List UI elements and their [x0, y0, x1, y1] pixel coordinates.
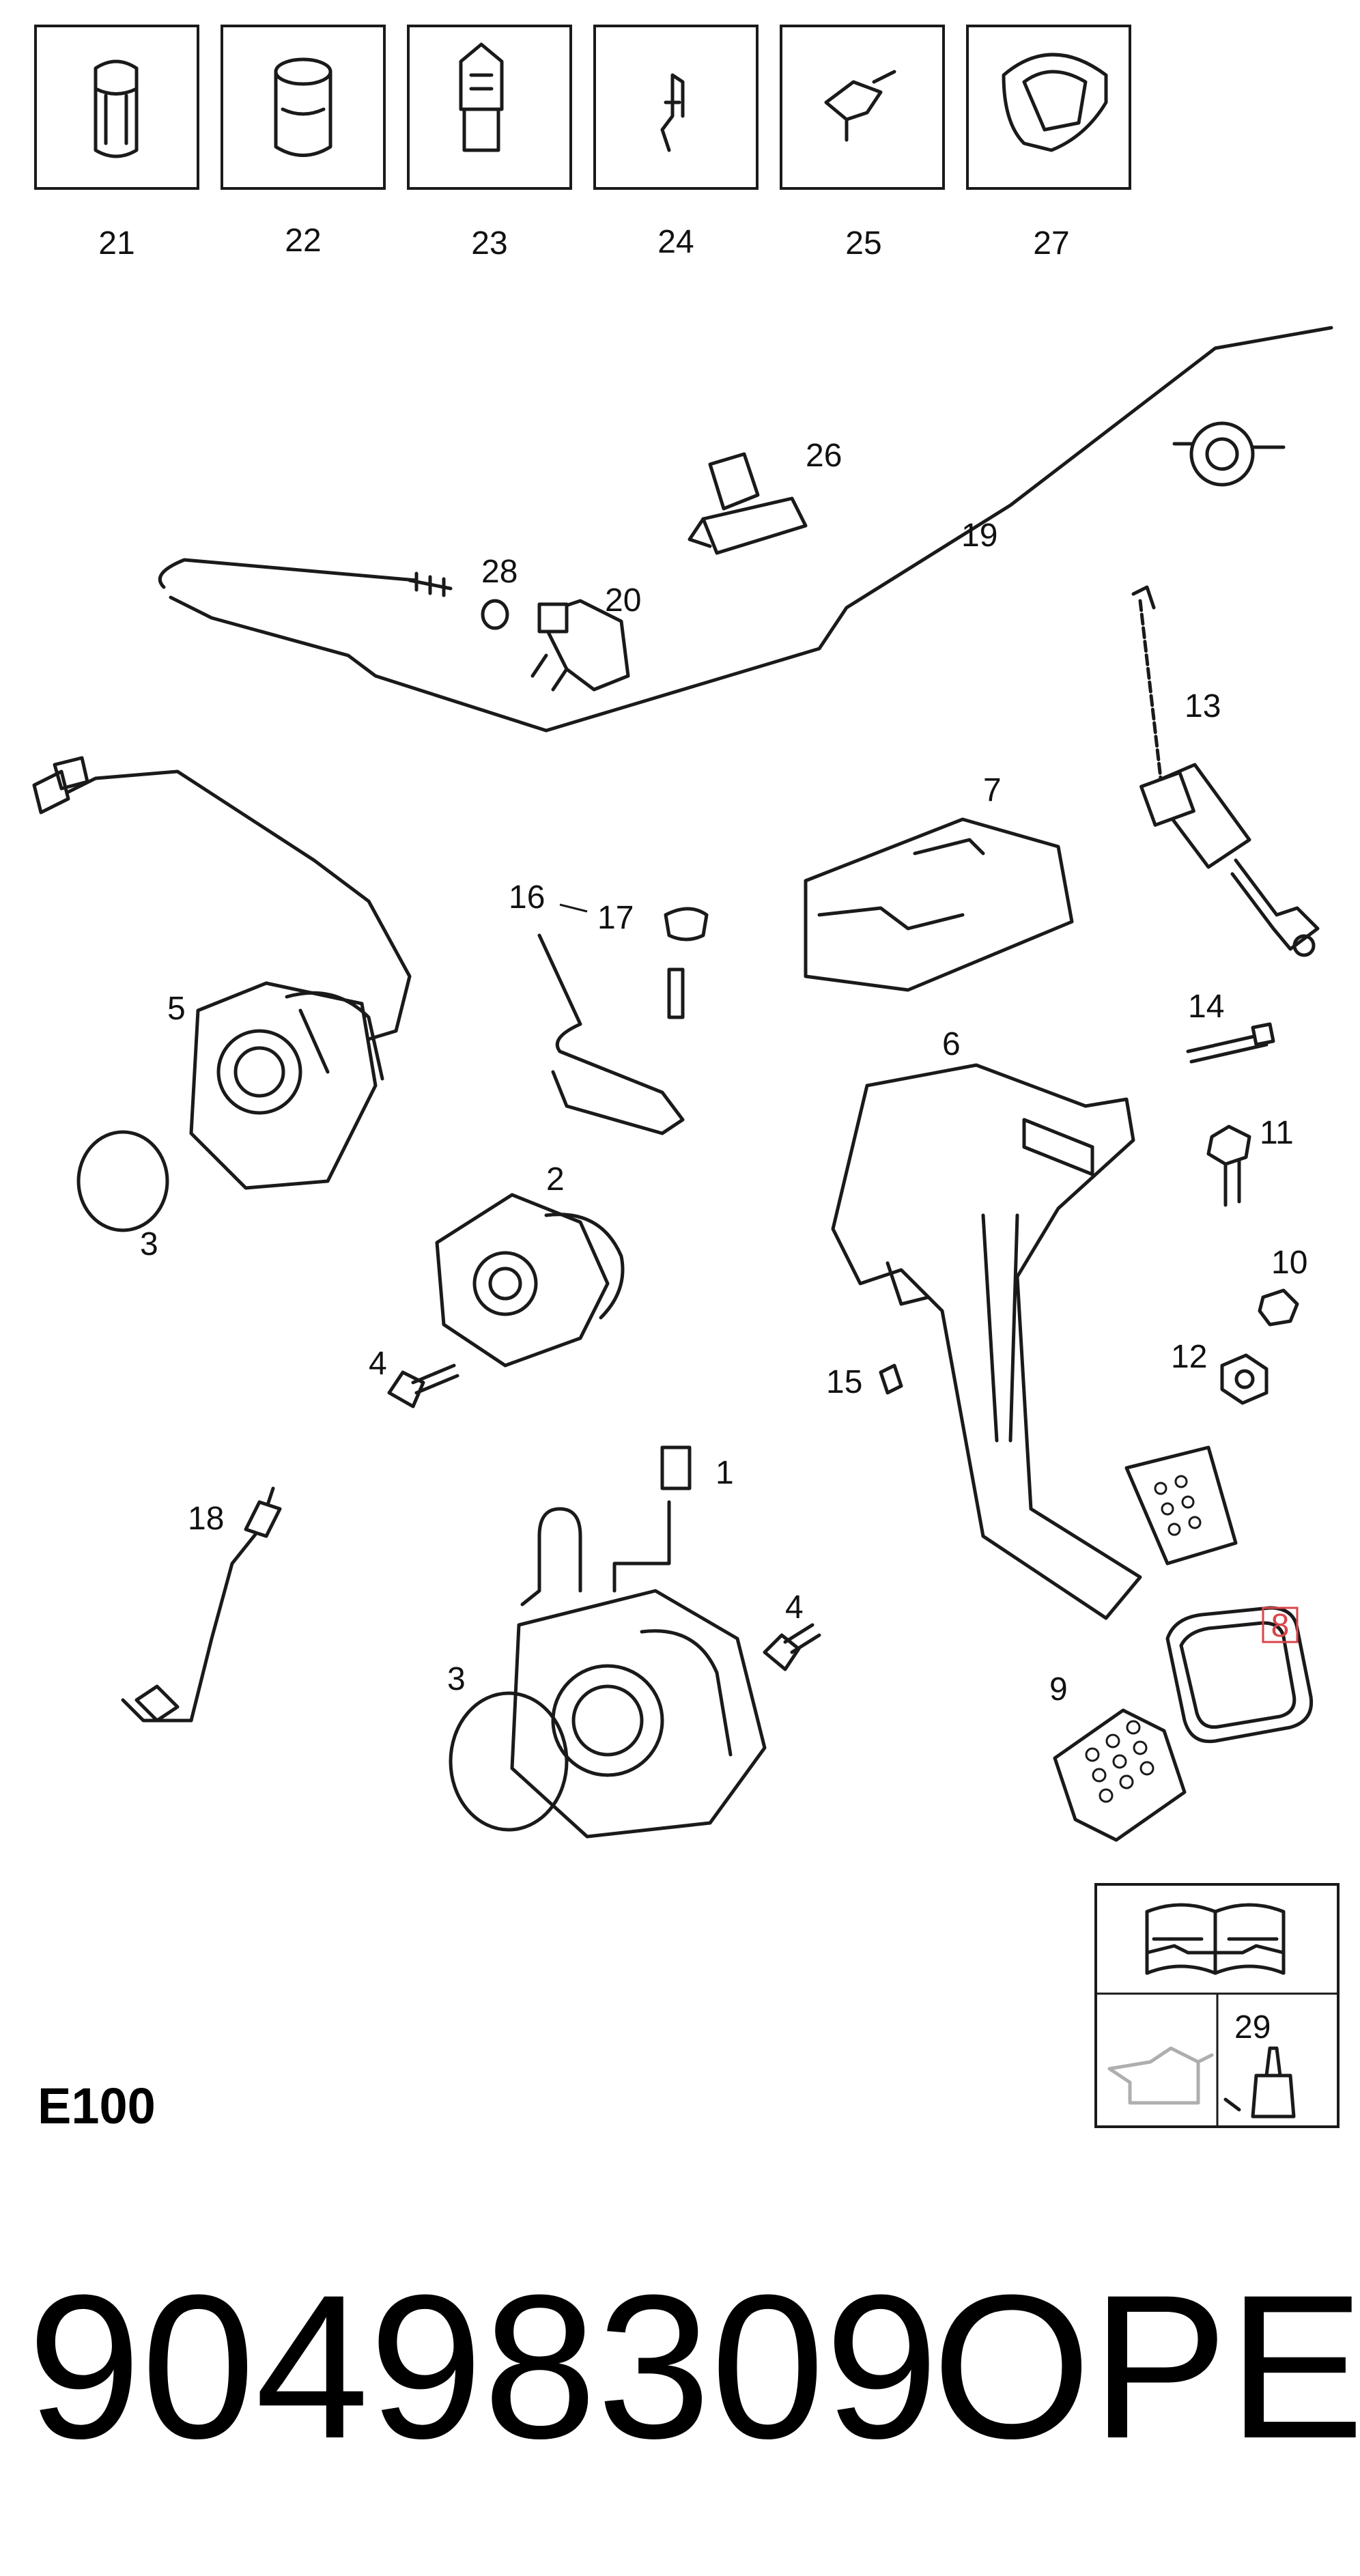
clutch-pipe-19[interactable] [158, 326, 1333, 733]
callout-3-lower[interactable]: 3 [447, 1661, 466, 1697]
clip-15[interactable] [879, 1363, 903, 1395]
sealant-bottle-icon [1223, 2046, 1296, 2119]
pipe-18[interactable] [121, 1486, 282, 1723]
service-info-box: 29 [1094, 1883, 1340, 2128]
callout-17[interactable]: 17 [597, 900, 634, 936]
callout-6[interactable]: 6 [942, 1026, 961, 1062]
callout-20[interactable]: 20 [605, 582, 641, 619]
callout-12[interactable]: 12 [1171, 1339, 1207, 1375]
nut-12[interactable] [1220, 1353, 1269, 1405]
release-bearing-2[interactable] [435, 1193, 625, 1368]
legend-label-23: 23 [471, 225, 507, 261]
legend-cell-23[interactable]: 23 [407, 25, 572, 261]
callout-9[interactable]: 9 [1049, 1671, 1068, 1708]
hose-connector-icon [824, 70, 896, 142]
group-code: E100 [38, 2078, 156, 2134]
legend-cell-21[interactable]: 21 [34, 25, 199, 261]
service-manual-icon [1145, 1903, 1286, 1975]
bolt-11[interactable] [1206, 1124, 1251, 1207]
callout-1[interactable]: 1 [716, 1455, 734, 1491]
callout-13[interactable]: 13 [1185, 688, 1221, 724]
pad-9-studs [1085, 1720, 1154, 1803]
legend-cell-24[interactable]: 24 [593, 25, 759, 260]
leader-16-17 [559, 903, 588, 913]
pedal-pad-texture [1154, 1475, 1202, 1536]
callout-10[interactable]: 10 [1271, 1245, 1307, 1281]
bushing-icon [274, 57, 332, 157]
callout-3-left[interactable]: 3 [140, 1226, 158, 1262]
callout-7[interactable]: 7 [983, 772, 1002, 808]
pedal-cover-clip-icon [1002, 53, 1108, 152]
legend-label-24: 24 [657, 224, 694, 260]
legend-cell-22[interactable]: 22 [221, 25, 386, 259]
part-number: 90498309 [27, 2252, 939, 2481]
adapter-26[interactable] [688, 452, 808, 555]
callout-4-lower[interactable]: 4 [785, 1589, 804, 1626]
cap-17[interactable] [664, 907, 709, 942]
pedal-pad-9[interactable] [1053, 1708, 1187, 1842]
clip-icon [94, 59, 139, 158]
callout-15[interactable]: 15 [826, 1364, 862, 1400]
connector-20[interactable] [530, 599, 630, 692]
slave-cylinder-5[interactable] [32, 756, 412, 1190]
callout-11[interactable]: 11 [1260, 1115, 1294, 1151]
concentric-slave-cylinder-1[interactable] [510, 1445, 767, 1839]
callout-8-highlighted[interactable]: 8 [1271, 1608, 1290, 1644]
bolt-4-lower[interactable] [763, 1623, 821, 1671]
pin-14[interactable] [1186, 1022, 1275, 1064]
spring-clip-icon [660, 73, 685, 152]
pedal-foam-block-7[interactable] [804, 817, 1074, 992]
pipe-16[interactable] [537, 933, 685, 1135]
retainer-clip-icon [459, 42, 504, 152]
clutch-pedal-assembly-6[interactable] [831, 1063, 1238, 1620]
brand-name: OPEL [932, 2252, 1360, 2481]
callouts: 26 19 28 20 13 7 16 17 14 5 6 11 2 3 10 … [140, 438, 1307, 1708]
callout-26[interactable]: 26 [806, 438, 842, 474]
callout-28[interactable]: 28 [481, 554, 518, 590]
master-cylinder-13[interactable] [1131, 585, 1320, 957]
callout-19[interactable]: 19 [961, 518, 997, 554]
callout-16[interactable]: 16 [509, 879, 545, 916]
callout-4-upper[interactable]: 4 [369, 1346, 387, 1382]
legend-cell-25[interactable]: 25 [780, 25, 945, 261]
highlight-box-8 [1262, 1607, 1299, 1643]
callout-29[interactable]: 29 [1234, 2009, 1271, 2046]
callout-18[interactable]: 18 [188, 1501, 224, 1537]
o-ring-3-left[interactable] [76, 1130, 169, 1232]
bush-10[interactable] [1258, 1288, 1299, 1327]
o-ring-3-lower[interactable] [449, 1691, 569, 1832]
legend-cell-27[interactable]: 27 [966, 25, 1131, 261]
bolt-4-upper[interactable] [387, 1363, 459, 1409]
legend-label-21: 21 [98, 225, 134, 261]
pedal-rubber-8[interactable] [1165, 1606, 1314, 1744]
legend-grid: 21 22 23 24 [34, 25, 1131, 261]
legend-label-25: 25 [845, 225, 881, 261]
o-ring-28[interactable] [481, 599, 509, 630]
callout-5[interactable]: 5 [167, 991, 186, 1027]
callout-2[interactable]: 2 [546, 1161, 565, 1198]
callout-14[interactable]: 14 [1188, 989, 1224, 1025]
legend-label-22: 22 [285, 223, 321, 259]
oil-can-icon [1107, 2046, 1214, 2105]
legend-label-27: 27 [1033, 225, 1069, 261]
